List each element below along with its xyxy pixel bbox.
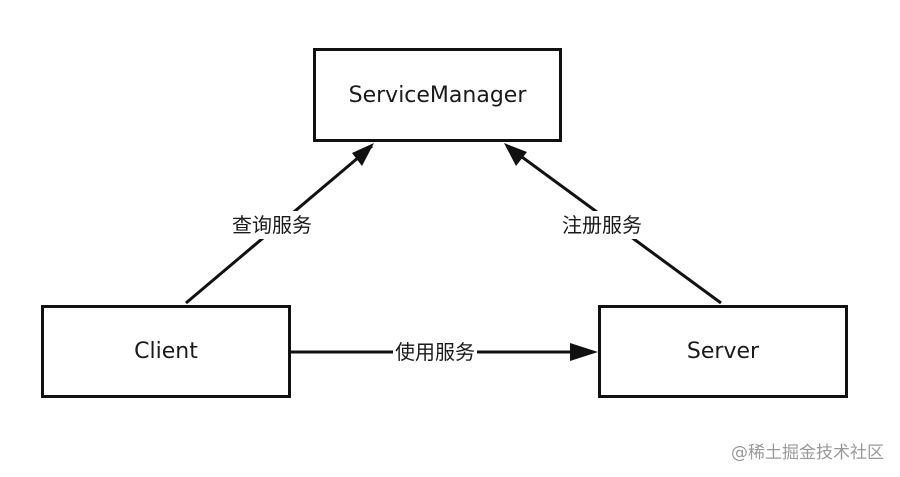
node-client: Client bbox=[41, 305, 291, 398]
node-server-label: Server bbox=[686, 339, 760, 364]
watermark-text: @稀土掘金技术社区 bbox=[731, 443, 884, 463]
node-service-manager-label: ServiceManager bbox=[348, 82, 527, 108]
node-service-manager: ServiceManager bbox=[313, 48, 562, 142]
arrowhead-register-service bbox=[504, 143, 527, 166]
edge-label-register-service: 注册服务 bbox=[559, 211, 645, 239]
node-server: Server bbox=[598, 305, 848, 398]
arrowhead-query-service bbox=[352, 143, 374, 166]
node-client-label: Client bbox=[134, 339, 198, 364]
arrowhead-use-service bbox=[570, 343, 598, 361]
edge-label-use-service: 使用服务 bbox=[393, 340, 477, 364]
edge-label-query-service: 查询服务 bbox=[229, 211, 315, 239]
